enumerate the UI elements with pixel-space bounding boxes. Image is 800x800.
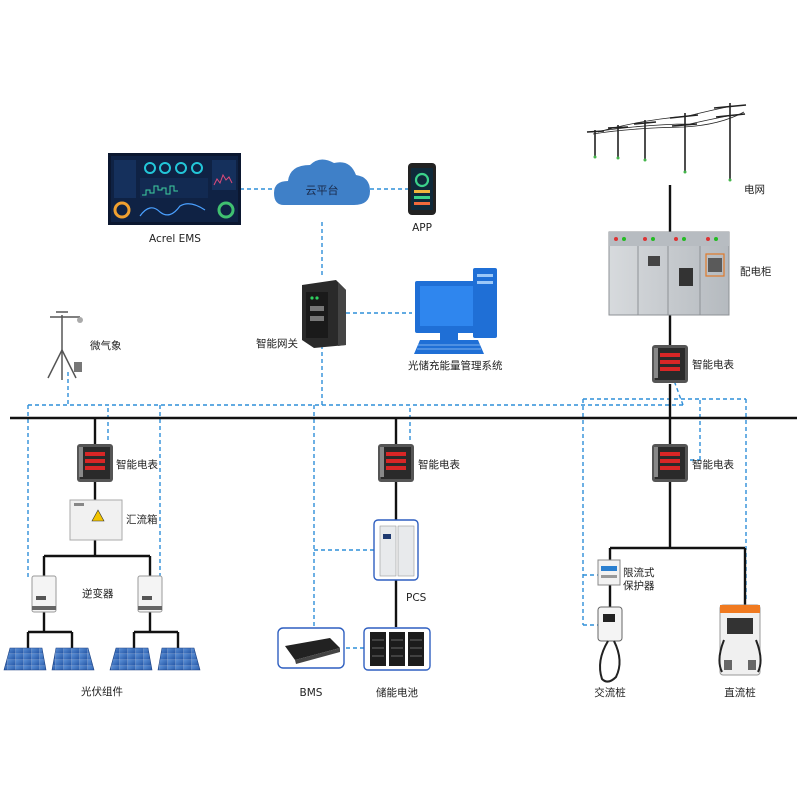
label-pv: 光伏组件 — [81, 686, 123, 698]
label-inverter: 逆变器 — [82, 588, 114, 600]
weather-station-icon — [47, 311, 83, 380]
pcs-cabinet — [373, 519, 419, 581]
dc-charging-pile — [718, 604, 762, 676]
label-pcs: PCS — [406, 592, 427, 604]
label-bms: BMS — [299, 687, 323, 699]
meter-charging — [652, 444, 688, 482]
label-combiner: 汇流箱 — [126, 514, 158, 526]
combiner-box — [69, 499, 123, 541]
label-meter-storage: 智能电表 — [418, 459, 460, 471]
ac-charging-pile — [597, 606, 623, 683]
label-grid: 电网 — [744, 184, 765, 196]
label-protector: 限流式保护器 — [623, 567, 655, 592]
label-meter-grid: 智能电表 — [692, 359, 734, 371]
label-app: APP — [412, 222, 432, 234]
label-mgmt: 光储充能量管理系统 — [408, 360, 503, 372]
label-ems: Acrel EMS — [149, 233, 201, 245]
distribution-cabinet — [608, 231, 730, 316]
gateway-device — [302, 280, 346, 348]
label-dc-pile: 直流桩 — [724, 687, 756, 699]
power-lines — [10, 185, 797, 648]
bms-device — [277, 627, 345, 669]
protector-device — [597, 559, 621, 586]
pv-panels — [3, 647, 201, 671]
meter-grid — [652, 345, 688, 383]
label-battery: 储能电池 — [376, 687, 418, 699]
inverter-left — [31, 575, 57, 613]
grid-towers-icon — [586, 103, 747, 180]
comm-lines — [27, 188, 747, 649]
label-weather: 微气象 — [90, 340, 122, 352]
label-ac-pile: 交流桩 — [594, 687, 626, 699]
battery-racks — [363, 627, 431, 671]
label-meter-pv: 智能电表 — [116, 459, 158, 471]
inverter-right — [137, 575, 163, 613]
label-cloud: 云平台 — [305, 184, 339, 197]
label-gateway: 智能网关 — [256, 338, 298, 350]
label-meter-charging: 智能电表 — [692, 459, 734, 471]
app-phone-icon — [408, 163, 436, 215]
label-cabinet: 配电柜 — [740, 266, 772, 278]
meter-pv — [77, 444, 113, 482]
pole-insulators — [593, 155, 732, 182]
acrel-ems-screen — [108, 153, 241, 225]
meter-storage — [378, 444, 414, 482]
cloud-icon — [274, 159, 370, 205]
computer-icon — [414, 268, 497, 354]
